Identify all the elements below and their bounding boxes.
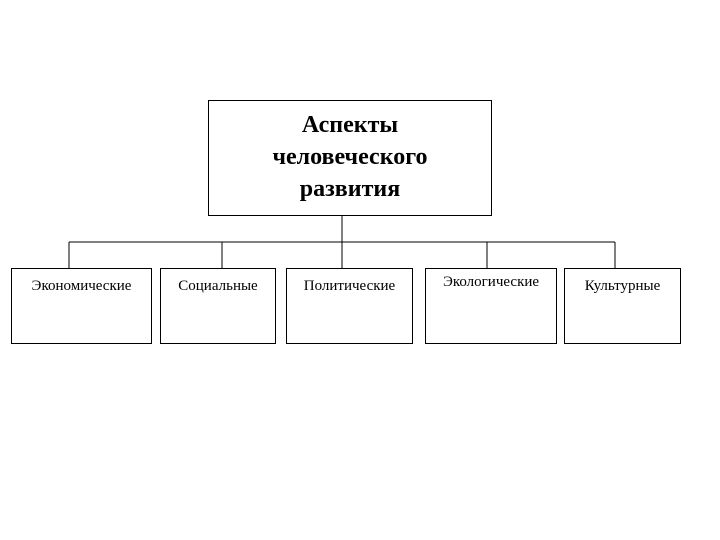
child-node-label: Культурные <box>584 278 661 294</box>
child-node-label: Экологические <box>442 274 540 290</box>
child-node-economic: Экономические <box>11 268 152 344</box>
child-node-ecological: Экологические <box>425 268 557 344</box>
root-node-title: Аспекты человеческого развития <box>272 112 428 202</box>
child-node-label: Социальные <box>178 278 258 294</box>
child-node-political: Политические <box>286 268 413 344</box>
child-node-cultural: Культурные <box>564 268 681 344</box>
root-node-box: Аспекты человеческого развития <box>208 100 492 216</box>
child-node-label: Политические <box>303 278 396 294</box>
child-node-social: Социальные <box>160 268 276 344</box>
child-node-label: Экономические <box>31 278 132 294</box>
